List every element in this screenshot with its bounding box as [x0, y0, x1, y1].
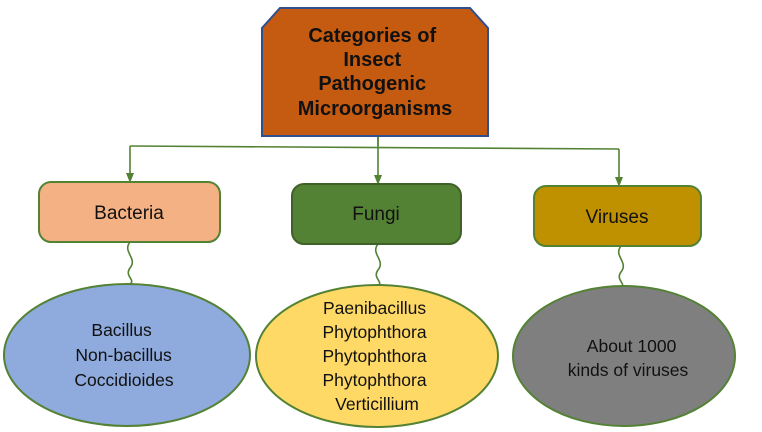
bacteria-example-2: Non-bacillus	[75, 345, 172, 365]
svg-text:Paenibacillus Phytophthora: Paenibacillus Phytophthora Phytophthora …	[323, 298, 432, 414]
viruses-box	[533, 185, 702, 247]
root-line-2: Insect	[343, 49, 401, 71]
bacteria-box	[38, 181, 221, 243]
bacteria-squiggle	[126, 241, 134, 285]
viruses-example-2: kinds of viruses	[568, 360, 689, 380]
branch-connector	[129, 145, 620, 150]
fungi-example-3: Phytophthora	[323, 346, 427, 366]
fungi-squiggle	[374, 243, 382, 287]
bacteria-example-3: Coccidioides	[74, 370, 173, 390]
fungi-example-1: Paenibacillus	[323, 298, 426, 318]
bacteria-label: Bacteria	[94, 203, 164, 224]
fungi-label: Fungi	[352, 204, 400, 225]
root-node	[261, 7, 489, 137]
bacteria-examples-ellipse	[3, 283, 251, 427]
fungi-box	[291, 183, 462, 245]
root-line-1: Categories of	[308, 25, 436, 47]
svg-text:Bacillus Non-bacillus: Bacillus Non-bacillus Coccidioides	[74, 320, 176, 390]
viruses-label: Viruses	[585, 207, 648, 228]
viruses-example-1: About 1000	[587, 336, 677, 356]
connectors	[126, 136, 625, 289]
viruses-examples-ellipse	[512, 285, 736, 427]
fungi-examples-ellipse	[255, 284, 499, 428]
root-line-4: Microorganisms	[298, 98, 452, 120]
svg-text:About 1000 kinds of viruse: About 1000 kinds of viruses	[568, 336, 689, 380]
svg-text:Categories of Insect P: Categories of Insect Pathogenic Microorg…	[298, 25, 452, 120]
bacteria-example-1: Bacillus	[91, 320, 152, 340]
root-line-3: Pathogenic	[318, 73, 426, 95]
viruses-squiggle	[617, 245, 625, 289]
fungi-example-2: Phytophthora	[323, 322, 427, 342]
fungi-example-5: Verticillium	[335, 394, 419, 414]
fungi-example-4: Phytophthora	[323, 370, 427, 390]
